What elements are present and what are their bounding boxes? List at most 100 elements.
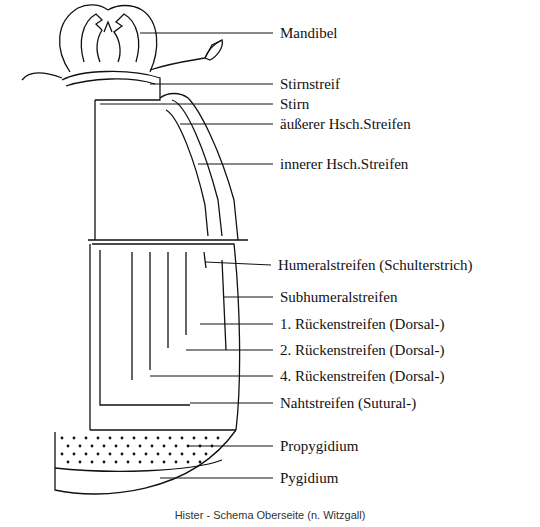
puncture bbox=[127, 461, 130, 464]
puncture bbox=[61, 437, 64, 440]
propygidium-border bbox=[55, 460, 222, 471]
puncture bbox=[85, 453, 88, 456]
puncture bbox=[169, 437, 172, 440]
leader-line bbox=[205, 262, 271, 265]
puncture bbox=[91, 461, 94, 464]
puncture bbox=[217, 437, 220, 440]
punctures bbox=[61, 437, 220, 464]
puncture bbox=[169, 453, 172, 456]
puncture bbox=[97, 453, 100, 456]
puncture bbox=[139, 445, 142, 448]
puncture bbox=[121, 437, 124, 440]
part-label: Stirnstreif bbox=[280, 75, 340, 93]
antenna bbox=[22, 73, 62, 80]
puncture bbox=[91, 445, 94, 448]
puncture bbox=[163, 461, 166, 464]
puncture bbox=[73, 453, 76, 456]
puncture bbox=[151, 445, 154, 448]
dorsal-stria bbox=[131, 252, 132, 380]
puncture bbox=[67, 445, 70, 448]
head-outline bbox=[108, 6, 157, 73]
puncture bbox=[79, 445, 82, 448]
part-label: Propygidium bbox=[280, 437, 358, 455]
antenna bbox=[150, 40, 222, 70]
puncture bbox=[85, 437, 88, 440]
puncture bbox=[133, 453, 136, 456]
leader-line bbox=[180, 124, 273, 125]
puncture bbox=[79, 461, 82, 464]
humeral-stria bbox=[204, 252, 206, 268]
puncture bbox=[133, 437, 136, 440]
part-label: Stirn bbox=[280, 95, 309, 113]
mandible bbox=[81, 14, 102, 62]
part-label: äußerer Hsch.Streifen bbox=[280, 115, 411, 133]
part-label: Humeralstreifen (Schulterstrich) bbox=[278, 256, 473, 274]
puncture bbox=[115, 445, 118, 448]
part-label: Mandibel bbox=[280, 24, 338, 42]
leader-line bbox=[224, 297, 273, 298]
dorsal-stria bbox=[149, 252, 150, 370]
puncture bbox=[187, 461, 190, 464]
puncture bbox=[103, 445, 106, 448]
puncture bbox=[193, 437, 196, 440]
puncture bbox=[109, 437, 112, 440]
pronotum-outline bbox=[160, 94, 238, 241]
part-label: Pygidium bbox=[280, 469, 338, 487]
leader-line bbox=[186, 350, 273, 351]
part-label: Nahtstreifen (Sutural-) bbox=[280, 394, 416, 412]
leader-line bbox=[188, 446, 273, 447]
antenna-club bbox=[205, 40, 222, 60]
puncture bbox=[175, 461, 178, 464]
mandible bbox=[114, 14, 139, 62]
part-label: Subhumeralstreifen bbox=[280, 288, 397, 306]
puncture bbox=[73, 437, 76, 440]
leader-line bbox=[150, 376, 273, 377]
puncture bbox=[109, 453, 112, 456]
leader-line bbox=[100, 104, 273, 105]
puncture bbox=[145, 437, 148, 440]
puncture bbox=[145, 453, 148, 456]
leader-line bbox=[190, 403, 273, 404]
part-label: 1. Rückenstreifen (Dorsal-) bbox=[280, 315, 445, 333]
puncture bbox=[181, 453, 184, 456]
puncture bbox=[121, 453, 124, 456]
puncture bbox=[157, 437, 160, 440]
part-label: innerer Hsch.Streifen bbox=[280, 155, 408, 173]
frontal-stria bbox=[66, 79, 155, 86]
elytra-outline bbox=[89, 244, 90, 430]
part-label: 4. Rückenstreifen (Dorsal-) bbox=[280, 367, 445, 385]
puncture bbox=[103, 461, 106, 464]
puncture bbox=[151, 461, 154, 464]
puncture bbox=[163, 445, 166, 448]
part-label: 2. Rückenstreifen (Dorsal-) bbox=[280, 341, 445, 359]
puncture bbox=[67, 461, 70, 464]
leader-line bbox=[198, 164, 273, 165]
puncture bbox=[61, 453, 64, 456]
puncture bbox=[115, 461, 118, 464]
inner-pronotal-stria bbox=[166, 110, 208, 236]
leader-line bbox=[160, 478, 273, 479]
puncture bbox=[97, 437, 100, 440]
sutural-stria bbox=[100, 250, 190, 405]
outer-pronotal-stria bbox=[172, 100, 222, 236]
puncture bbox=[205, 437, 208, 440]
pygidium-outline bbox=[55, 430, 236, 494]
leader-lines bbox=[100, 33, 273, 478]
pronotum-outline bbox=[94, 100, 95, 240]
puncture bbox=[199, 461, 202, 464]
puncture bbox=[127, 445, 130, 448]
frons bbox=[62, 71, 160, 100]
puncture bbox=[139, 461, 142, 464]
subhumeral-stria bbox=[222, 260, 226, 350]
head-outline bbox=[60, 5, 108, 72]
puncture bbox=[181, 437, 184, 440]
puncture bbox=[175, 445, 178, 448]
elytra-apex bbox=[90, 429, 236, 430]
puncture bbox=[205, 453, 208, 456]
leader-line bbox=[200, 324, 273, 325]
dorsal-stria bbox=[185, 252, 186, 335]
labrum bbox=[104, 22, 112, 32]
puncture bbox=[193, 453, 196, 456]
elytra-outline bbox=[92, 244, 240, 430]
pronotum-base bbox=[88, 239, 248, 240]
